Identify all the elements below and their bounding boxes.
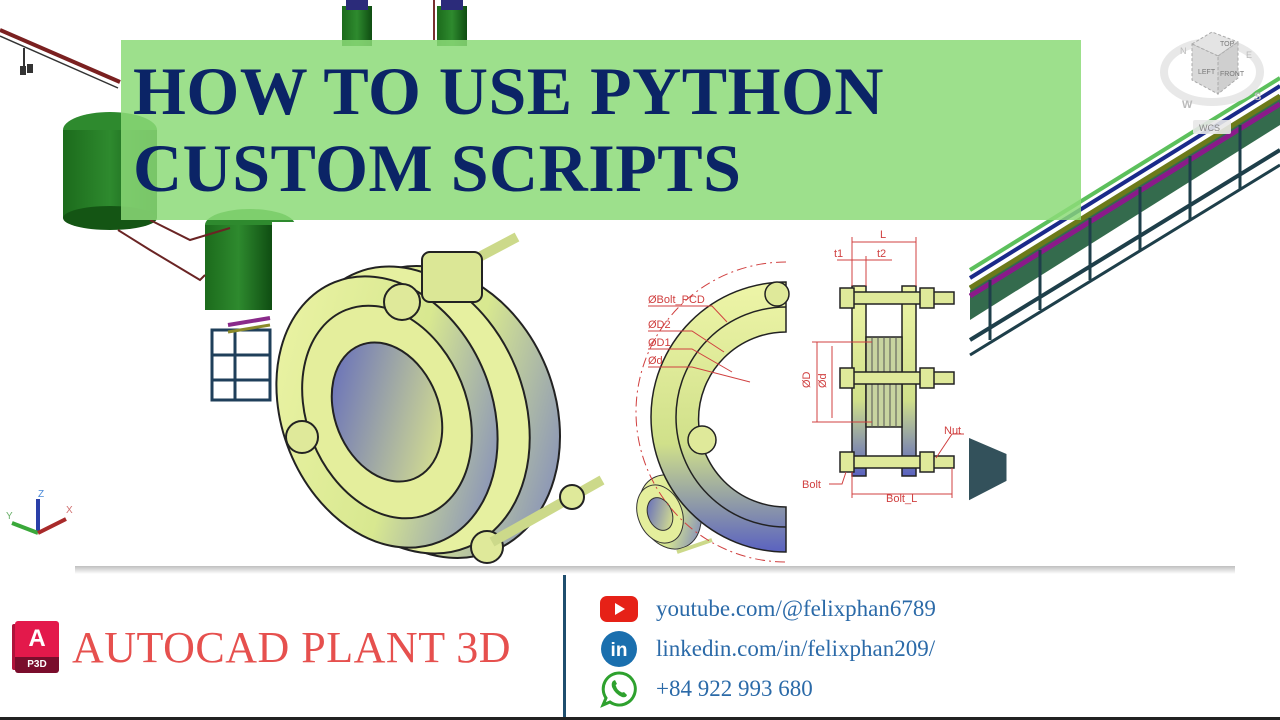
contact-youtube[interactable]: youtube.com/@felixphan6789 — [600, 589, 936, 629]
footer-divider — [563, 575, 566, 720]
viewcube[interactable]: TOP LEFT FRONT W S N E — [1160, 14, 1275, 134]
autocad-plant3d-logo-icon: A P3D — [12, 621, 60, 673]
compass-e[interactable]: E — [1246, 50, 1252, 60]
dim-label-d-vertical: Ød — [817, 373, 829, 388]
panel-shadow — [75, 566, 1235, 574]
compass-w[interactable]: W — [1182, 99, 1193, 111]
contact-list: youtube.com/@felixphan6789 in linkedin.c… — [600, 589, 936, 709]
footer: A P3D AUTOCAD PLANT 3D youtube.com/@feli… — [0, 575, 1280, 720]
contact-linkedin[interactable]: in linkedin.com/in/felixphan209/ — [600, 629, 936, 669]
brand: A P3D AUTOCAD PLANT 3D — [12, 621, 511, 673]
viewcube-front-face[interactable]: FRONT — [1220, 71, 1245, 78]
title-line-2: CUSTOM SCRIPTS — [133, 130, 742, 206]
axis-y-label: Y — [6, 511, 13, 522]
side-section-view — [839, 285, 955, 477]
isometric-flange-large — [275, 232, 605, 564]
dim-label-L: L — [880, 229, 886, 241]
title-banner: HOW TO USE PYTHON CUSTOM SCRIPTS — [121, 40, 1081, 220]
dim-label-bolt: Bolt — [802, 479, 821, 491]
plant-3d-model-background: WCS — [0, 0, 1280, 501]
dim-label-d: Ød — [648, 355, 663, 367]
compass-n[interactable]: N — [1180, 46, 1187, 56]
brand-name: AUTOCAD PLANT 3D — [72, 622, 512, 672]
whatsapp-icon — [600, 671, 638, 708]
compass-s[interactable]: S — [1254, 91, 1261, 103]
youtube-icon — [600, 591, 638, 627]
logo-letter: A — [15, 621, 59, 657]
viewcube-left-face[interactable]: LEFT — [1198, 69, 1216, 76]
linkedin-icon: in — [600, 631, 638, 667]
logo-sub: P3D — [15, 657, 59, 673]
contact-whatsapp[interactable]: +84 922 993 680 — [600, 669, 936, 709]
axis-z-label: Z — [38, 489, 44, 500]
axis-x-label: X — [66, 505, 73, 516]
dim-label-d2: ØD2 — [648, 319, 671, 331]
ucs-axis-icon: Z Y X — [4, 485, 76, 537]
footer-bottom-border — [0, 717, 1280, 720]
expansion-joint-drawing: ØBolt_PCD ØD2 ØD1 Ød — [272, 222, 969, 572]
viewcube-top-face[interactable]: TOP — [1220, 41, 1235, 48]
dim-label-bolt-pcd: ØBolt_PCD — [648, 294, 705, 306]
youtube-link[interactable]: youtube.com/@felixphan6789 — [656, 596, 936, 621]
dim-label-nut: Nut — [944, 425, 961, 437]
dim-label-d1: ØD1 — [648, 337, 671, 349]
wcs-label: WCS — [1199, 123, 1220, 133]
phone-number[interactable]: +84 922 993 680 — [656, 676, 813, 701]
dim-label-t1: t1 — [834, 248, 843, 260]
linkedin-link[interactable]: linkedin.com/in/felixphan209/ — [656, 636, 936, 661]
dim-label-t2: t2 — [877, 248, 886, 260]
dim-label-D-vertical: ØD — [801, 371, 813, 388]
svg-text:in: in — [611, 640, 628, 661]
title-line-1: HOW TO USE PYTHON — [133, 53, 885, 129]
dim-label-bolt-l: Bolt_L — [886, 493, 917, 505]
